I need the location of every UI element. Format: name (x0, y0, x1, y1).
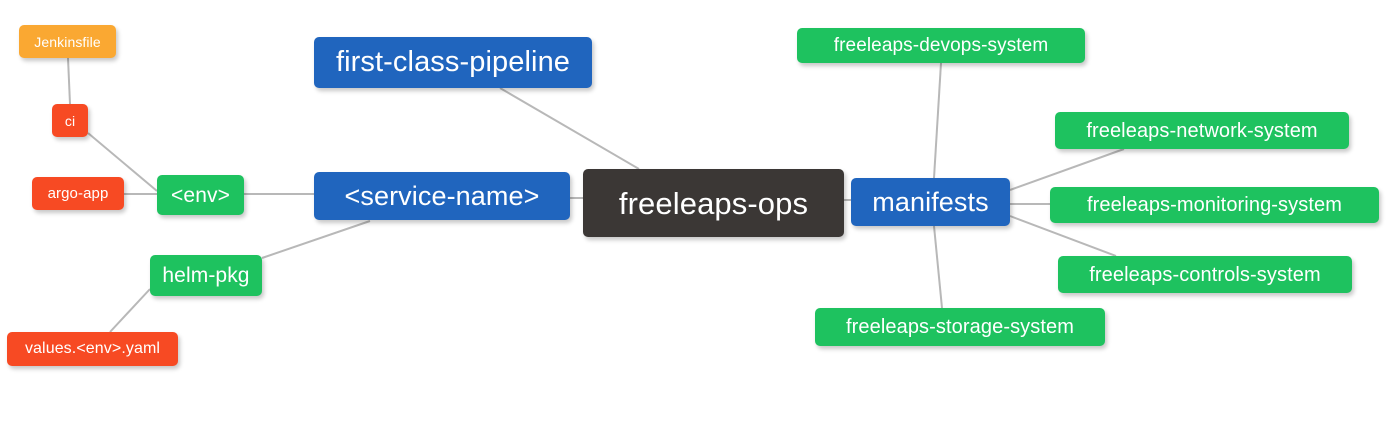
edge-manifests-to-freeleaps-storage-system (933, 225, 943, 309)
node-values-yaml[interactable]: values.<env>.yaml (7, 332, 178, 366)
edge-first-class-pipeline-to-freeleaps-ops (499, 87, 640, 170)
edge-manifests-to-freeleaps-controls-system (1009, 215, 1117, 257)
node-env[interactable]: <env> (157, 175, 244, 215)
node-ci[interactable]: ci (52, 104, 88, 137)
node-freeleaps-controls-system[interactable]: freeleaps-controls-system (1058, 256, 1352, 293)
edge-helm-pkg-to-service-name (261, 220, 371, 259)
edge-manifests-to-freeleaps-network-system (1009, 148, 1125, 191)
node-jenkinsfile[interactable]: Jenkinsfile (19, 25, 116, 58)
node-argo-app[interactable]: argo-app (32, 177, 124, 210)
edge-values-yaml-to-helm-pkg (109, 288, 151, 333)
node-manifests[interactable]: manifests (851, 178, 1010, 226)
node-freeleaps-network-system[interactable]: freeleaps-network-system (1055, 112, 1349, 149)
node-freeleaps-ops[interactable]: freeleaps-ops (583, 169, 844, 237)
node-freeleaps-storage-system[interactable]: freeleaps-storage-system (815, 308, 1105, 346)
node-freeleaps-devops-system[interactable]: freeleaps-devops-system (797, 28, 1085, 63)
edge-ci-to-env (87, 132, 158, 192)
node-freeleaps-monitoring-system[interactable]: freeleaps-monitoring-system (1050, 187, 1379, 223)
edge-jenkinsfile-to-ci (67, 57, 71, 105)
edge-manifests-to-freeleaps-devops-system (933, 62, 942, 179)
node-helm-pkg[interactable]: helm-pkg (150, 255, 262, 296)
node-first-class-pipeline[interactable]: first-class-pipeline (314, 37, 592, 88)
node-service-name[interactable]: <service-name> (314, 172, 570, 220)
